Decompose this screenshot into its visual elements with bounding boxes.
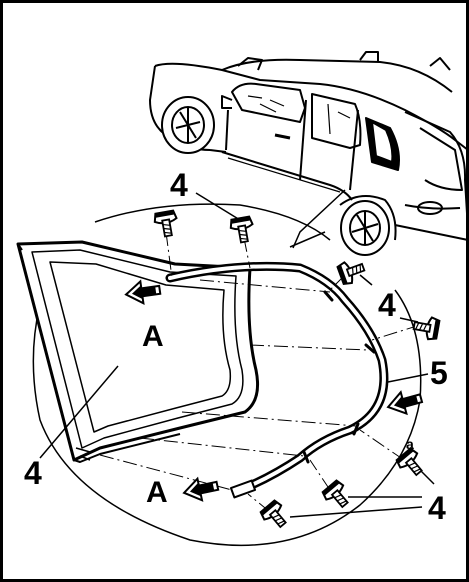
vehicle-leader: [292, 189, 346, 249]
callout-seal-strip: 5: [430, 355, 448, 391]
rivet-bolt-icon: [335, 255, 368, 287]
direction-arrow-icon: [180, 474, 221, 505]
vehicle-leader-2: [289, 231, 326, 248]
assembly-leaders: [99, 231, 421, 513]
view-label-a-lower: A: [146, 476, 168, 509]
view-label-a-upper: A: [142, 320, 164, 353]
window-seal-strip: [165, 261, 389, 499]
rivet-bolt-icon: [258, 498, 293, 533]
rivet-bolt-icon: [152, 209, 181, 239]
small-mark: a: [406, 436, 414, 452]
callout-bolts-right: 4: [378, 287, 396, 323]
callout-leaders: [39, 192, 435, 518]
callout-bolts-bottom: 4: [428, 490, 446, 526]
rear-quarter-window-glass: [16, 240, 260, 463]
detail-circle-top: [94, 203, 331, 241]
rivet-bolt-icon: [394, 446, 429, 481]
rivet-bolt-icon: [228, 215, 257, 245]
callout-bolts-top: 4: [170, 167, 188, 203]
suv-rear-side-icon: [149, 51, 469, 256]
callout-window-glass: 4: [24, 455, 42, 491]
